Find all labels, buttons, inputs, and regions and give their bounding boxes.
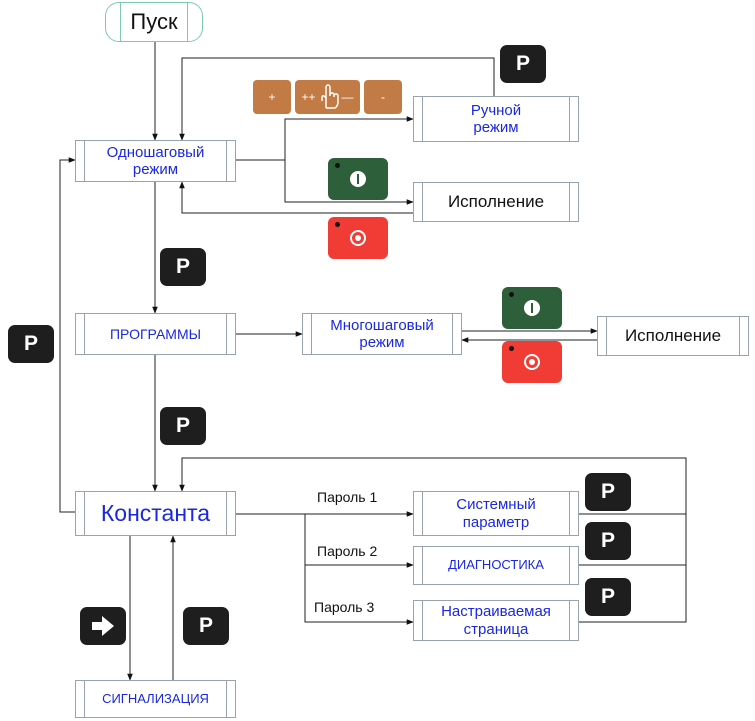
execution-multi-node: Исполнение	[597, 316, 749, 356]
jog-plus-key: +	[253, 80, 291, 114]
p-key-label: P	[175, 255, 190, 278]
p-key-to-single-step: P	[8, 325, 54, 363]
p-key-label: P	[600, 480, 615, 503]
stop-icon	[350, 230, 366, 246]
constant-node: Константа	[75, 491, 236, 536]
custom-page-label: Настраиваемая страница	[441, 603, 551, 638]
arrow-right-icon	[92, 616, 114, 636]
diagnostics-label: ДИАГНОСТИКА	[448, 557, 544, 573]
jog-fast-minus-label: —	[341, 90, 354, 104]
start-icon	[350, 171, 366, 187]
p-key-label: P	[198, 614, 213, 637]
execution-multi-label: Исполнение	[624, 326, 722, 346]
start-icon	[524, 300, 540, 316]
diagnostics-node: ДИАГНОСТИКА	[413, 546, 579, 585]
single-step-mode-label: Одношаговый режим	[106, 143, 205, 178]
custom-page-node: Настраиваемая страница	[413, 600, 579, 641]
password-1-label: Пароль 1	[317, 489, 378, 505]
p-key-to-programs: P	[160, 248, 206, 286]
p-key-label: P	[515, 52, 530, 75]
p-key-to-constant: P	[160, 407, 206, 445]
password-2-label: Пароль 2	[317, 543, 378, 559]
manual-mode-node: Ручной режим	[413, 96, 579, 142]
cycle-start-button-single	[328, 158, 388, 200]
execution-single-label: Исполнение	[447, 192, 545, 212]
manual-mode-label: Ручной режим	[470, 101, 522, 136]
p-key-manual-loop: P	[500, 45, 546, 83]
p-key-label: P	[600, 585, 615, 608]
p-key-diagnostics: P	[585, 522, 631, 560]
start-node-label: Пуск	[130, 9, 178, 34]
indicator-led	[509, 292, 514, 297]
cycle-start-button-multi	[502, 287, 562, 329]
system-parameter-node: Системный параметр	[413, 491, 579, 536]
jog-fast-plus-label: ++	[301, 90, 316, 104]
p-key-label: P	[600, 529, 615, 552]
execution-single-node: Исполнение	[413, 182, 579, 222]
arrow-key-to-alarm	[80, 607, 126, 645]
p-key-alarm-return: P	[183, 607, 229, 645]
programs-node: ПРОГРАММЫ	[75, 313, 236, 355]
p-key-system-parameter: P	[585, 473, 631, 511]
multi-step-mode-node: Многошаговый режим	[302, 313, 462, 355]
constant-label: Константа	[100, 500, 211, 527]
programs-label: ПРОГРАММЫ	[109, 325, 202, 342]
indicator-led	[335, 222, 340, 227]
indicator-led	[335, 163, 340, 168]
alarm-label: СИГНАЛИЗАЦИЯ	[102, 690, 209, 706]
cycle-stop-button-multi	[502, 341, 562, 383]
system-parameter-label: Системный параметр	[456, 496, 536, 531]
stop-icon	[524, 354, 540, 370]
jog-minus-key: -	[364, 80, 402, 114]
p-key-custom-page: P	[585, 578, 631, 616]
single-step-mode-node: Одношаговый режим	[75, 140, 236, 182]
jog-minus-label: -	[381, 90, 385, 104]
indicator-led	[509, 346, 514, 351]
multi-step-mode-label: Многошаговый режим	[330, 316, 434, 351]
p-key-label: P	[175, 414, 190, 437]
jog-hand-key: ++ —	[295, 80, 360, 114]
start-node: Пуск	[105, 2, 203, 42]
p-key-label: P	[23, 332, 38, 355]
password-3-label: Пароль 3	[314, 599, 375, 615]
hand-pointer-icon	[320, 84, 339, 109]
alarm-node: СИГНАЛИЗАЦИЯ	[75, 680, 236, 718]
cycle-stop-button-single	[328, 217, 388, 259]
jog-plus-label: +	[268, 90, 276, 104]
